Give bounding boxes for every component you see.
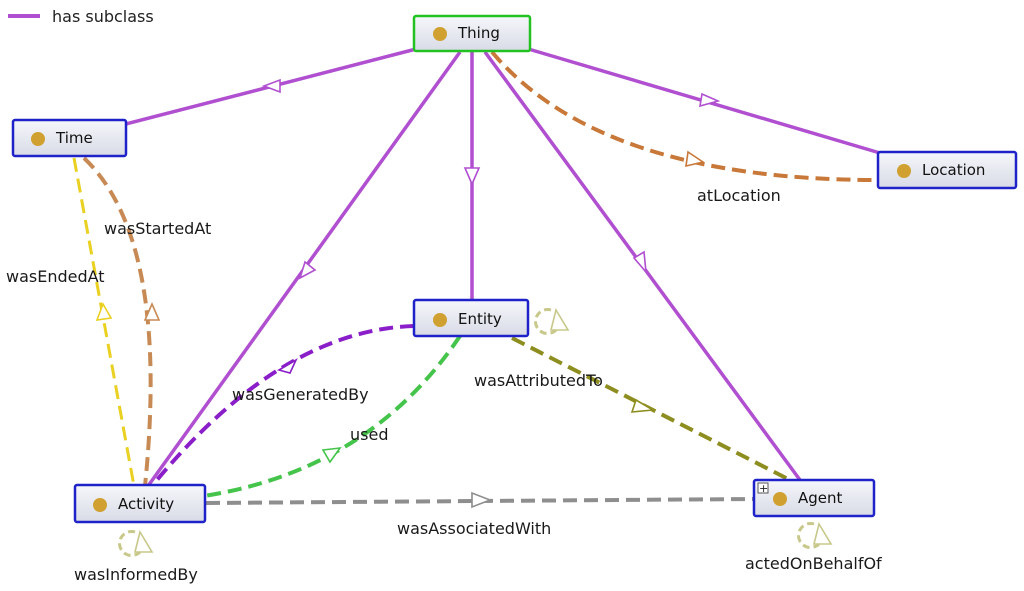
node-activity-label: Activity xyxy=(118,495,174,513)
node-agent-box xyxy=(752,478,876,518)
arrow-thing-time xyxy=(261,78,281,94)
arrow-wasAttributedTo xyxy=(630,398,656,413)
self-loop-agent-arc xyxy=(797,522,821,549)
label-wasStartedAt[interactable]: wasStartedAt xyxy=(104,219,211,238)
class-dot-icon xyxy=(31,132,45,146)
self-loop-entity-arc xyxy=(534,308,558,335)
edge-wasStartedAt xyxy=(82,156,153,487)
legend-label: has subclass xyxy=(52,7,154,26)
class-dot-icon xyxy=(433,313,447,327)
nodes: Thing Time Location Entity Activity + xyxy=(11,14,1018,524)
arrow-atLocation xyxy=(685,150,705,168)
self-loops xyxy=(118,307,833,557)
node-location-label: Location xyxy=(922,161,985,179)
node-location-box xyxy=(876,150,1018,190)
expand-plus-icon: + xyxy=(759,482,768,495)
arrow-thing-location xyxy=(699,92,721,108)
node-activity-box xyxy=(73,483,207,524)
arrow-thing-agent xyxy=(632,250,648,275)
label-used[interactable]: used xyxy=(350,425,388,444)
property-edges xyxy=(72,50,879,505)
arrow-thing-entity xyxy=(463,167,481,186)
class-dot-icon xyxy=(93,498,107,512)
expand-box[interactable] xyxy=(757,482,769,494)
self-loop-activity xyxy=(118,529,154,557)
node-entity[interactable]: Entity xyxy=(412,298,530,338)
label-wasAssociatedWith[interactable]: wasAssociatedWith xyxy=(397,519,551,538)
edge-labels: atLocation wasStartedAt wasEndedAt wasGe… xyxy=(6,186,882,584)
node-thing-label: Thing xyxy=(457,24,500,42)
class-dot-icon xyxy=(897,164,911,178)
self-loop-agent xyxy=(797,521,833,549)
node-time[interactable]: Time xyxy=(11,118,128,158)
label-wasInformedBy[interactable]: wasInformedBy xyxy=(74,565,198,584)
subclass-edges xyxy=(125,46,881,488)
node-location[interactable]: Location xyxy=(876,150,1018,190)
arrowheads xyxy=(95,78,721,509)
class-dot-icon xyxy=(773,492,787,506)
node-activity[interactable]: Activity xyxy=(73,483,207,524)
edge-used xyxy=(203,334,462,498)
legend: has subclass xyxy=(8,7,154,26)
node-agent-label: Agent xyxy=(798,489,843,507)
edge-wasGeneratedBy xyxy=(150,324,415,488)
arrow-wasAssociatedWith xyxy=(471,491,493,509)
node-agent[interactable]: + Agent xyxy=(752,478,876,518)
arrow-wasGeneratedBy xyxy=(276,358,298,374)
edge-wasEndedAt xyxy=(72,157,136,487)
node-time-box xyxy=(11,118,128,158)
node-thing[interactable]: Thing xyxy=(412,14,532,53)
self-loop-entity-arrow xyxy=(549,307,570,331)
class-dot-icon xyxy=(433,27,447,41)
node-time-label: Time xyxy=(55,129,93,147)
self-loop-agent-arrow xyxy=(812,521,833,545)
node-thing-box xyxy=(412,14,532,53)
self-loop-activity-arrow xyxy=(133,529,154,553)
arrow-wasStartedAt xyxy=(143,302,161,321)
node-entity-box xyxy=(412,298,530,338)
arrow-used xyxy=(321,446,342,464)
arrow-wasEndedAt xyxy=(95,302,113,321)
label-wasGeneratedBy[interactable]: wasGeneratedBy xyxy=(232,385,369,404)
label-atLocation[interactable]: atLocation xyxy=(697,186,781,205)
label-wasEndedAt[interactable]: wasEndedAt xyxy=(6,267,105,286)
arrow-thing-activity xyxy=(298,260,317,280)
label-wasAttributedTo[interactable]: wasAttributedTo xyxy=(474,371,603,390)
self-loop-activity-arc xyxy=(118,530,142,557)
edge-atLocation xyxy=(490,50,879,182)
self-loop-entity xyxy=(534,307,570,335)
node-entity-label: Entity xyxy=(458,310,502,328)
label-actedOnBehalfOf[interactable]: actedOnBehalfOf xyxy=(745,554,882,573)
